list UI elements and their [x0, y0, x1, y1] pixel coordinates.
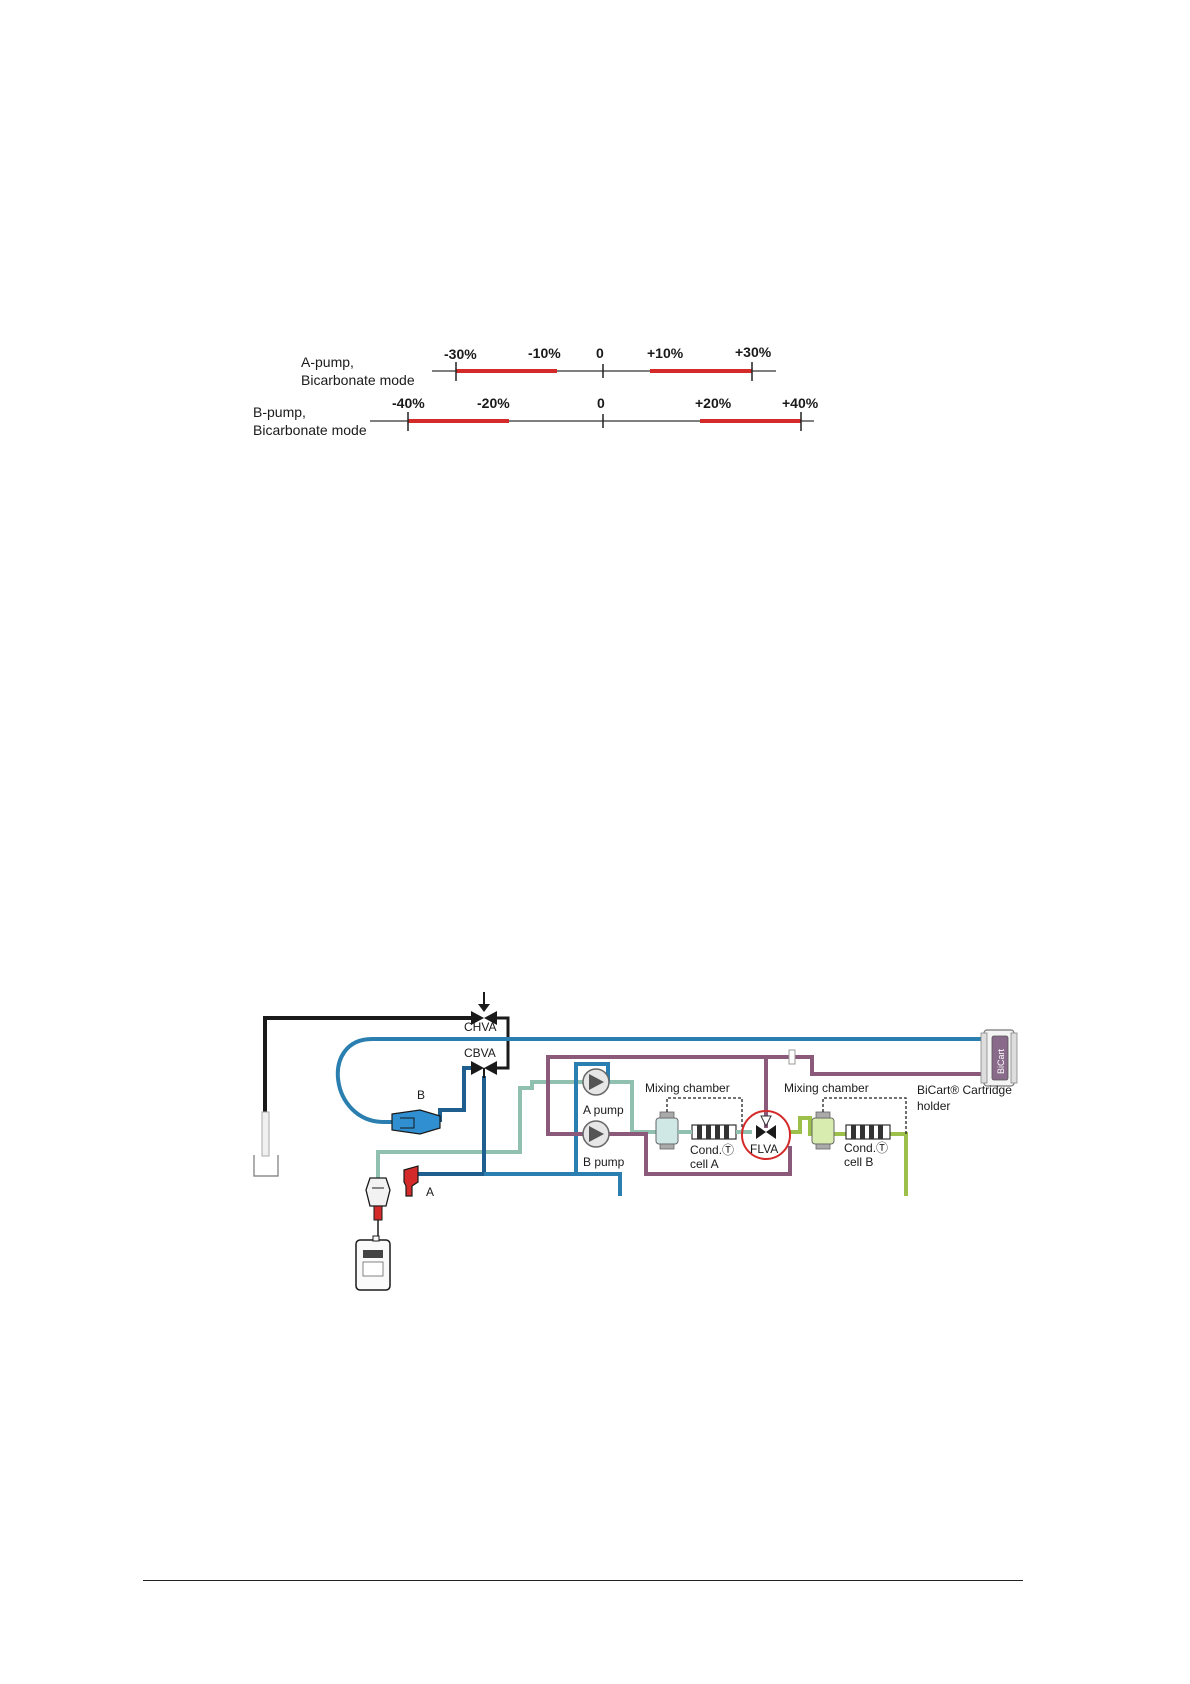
chva-label: CHVA: [464, 1020, 496, 1034]
cond-cell-b-icon: [846, 1125, 890, 1139]
concentrate-canister-icon: [356, 1236, 390, 1290]
concentrate-connector-icon: [366, 1178, 390, 1238]
footer-divider: [143, 1580, 1023, 1581]
a-pump-icon: [583, 1069, 609, 1095]
cond-cell-a-label-line1: Cond.Ⓣ: [690, 1143, 734, 1157]
mixing-chamber-2-label: Mixing chamber: [784, 1081, 869, 1095]
b-connector-label: B: [417, 1088, 425, 1102]
blue-drain-line: [484, 1174, 620, 1196]
bicart-label-line1: BiCart® Cartridge: [917, 1083, 1012, 1097]
cond-cell-a-label-line2: cell A: [690, 1157, 719, 1171]
cond-cell-a-icon: [692, 1125, 736, 1139]
mixing-chamber-a-icon: [656, 1112, 678, 1149]
cond-cell-b-label-line2: cell B: [844, 1155, 873, 1169]
a-connector-label: A: [426, 1185, 434, 1199]
bicart-holder-icon: BiCart: [981, 1030, 1017, 1086]
bicart-label-line2: holder: [917, 1099, 950, 1113]
flva-label: FLVA: [750, 1142, 778, 1156]
b-pump-label: B pump: [583, 1155, 625, 1169]
a-pump-label: A pump: [583, 1103, 624, 1117]
cbva-label: CBVA: [464, 1046, 496, 1060]
suction-tube: [254, 1112, 278, 1176]
b-pump-icon: [583, 1121, 609, 1147]
dark-blue-line-b: [440, 1068, 471, 1122]
bicart-vertical-label: BiCart: [996, 1048, 1006, 1074]
cond-cell-b-label-line1: Cond.Ⓣ: [844, 1141, 888, 1155]
mixing-chamber-b-icon: [812, 1112, 834, 1149]
purple-junction: [789, 1050, 795, 1064]
b-connector-icon: [392, 1110, 440, 1134]
mixing-chamber-1-label: Mixing chamber: [645, 1081, 730, 1095]
cbva-valve: [471, 1061, 497, 1078]
a-connector-icon: [404, 1166, 418, 1196]
